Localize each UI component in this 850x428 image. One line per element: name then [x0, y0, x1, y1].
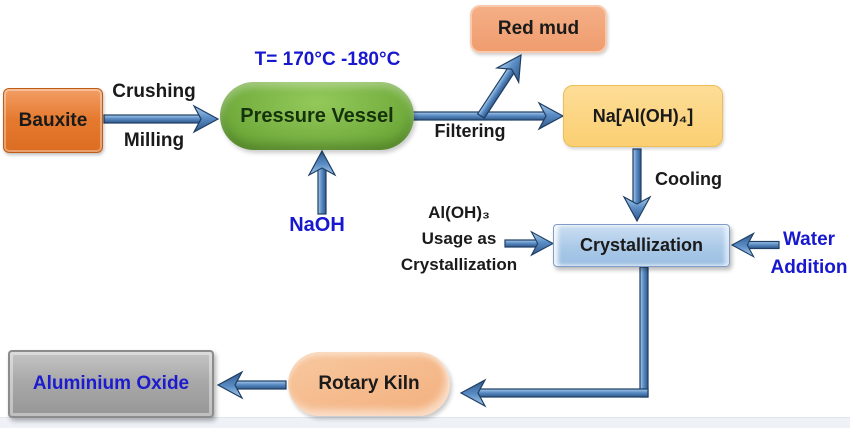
temperature-label: T= 170°C -180°C — [254, 49, 401, 70]
filtering-label: Filtering — [434, 121, 506, 141]
node-rotary-kiln: Rotary Kiln — [288, 352, 450, 416]
arrow-water-to-crystallization — [730, 231, 780, 259]
usage-note: Al(OH)₃ Usage as Crystallization — [388, 200, 530, 278]
usage-note-line1: Al(OH)₃ — [428, 203, 490, 222]
arrow-cooling — [622, 148, 652, 223]
arrow-crystallization-to-kiln — [459, 266, 649, 408]
cooling-label: Cooling — [655, 169, 722, 189]
naoh-label: NaOH — [289, 214, 345, 236]
arrow-kiln-to-oxide — [216, 370, 287, 400]
node-aluminium-oxide: Aluminium Oxide — [8, 350, 214, 418]
node-bauxite-label: Bauxite — [18, 109, 88, 131]
usage-note-line2: Usage as — [421, 229, 497, 248]
milling-label: Milling — [123, 130, 185, 151]
node-pressure-vessel: Pressure Vessel — [220, 82, 414, 150]
water-addition-line2: Addition — [770, 257, 848, 278]
node-bauxite: Bauxite — [3, 88, 103, 153]
node-aluminium-oxide-label: Aluminium Oxide — [32, 373, 190, 394]
bottom-edge-strip — [0, 417, 850, 428]
arrow-to-red-mud — [476, 53, 522, 120]
node-red-mud: Red mud — [470, 5, 607, 53]
water-addition-line1: Water — [782, 229, 836, 250]
usage-note-line3: Crystallization — [400, 255, 518, 274]
water-addition-label: Water Addition — [766, 226, 850, 282]
node-rotary-kiln-label: Rotary Kiln — [318, 373, 420, 394]
arrow-naoh — [307, 149, 337, 215]
node-sodium-aluminate: Na[Al(OH)₄] — [563, 85, 723, 147]
arrow-usage-to-crystallization — [504, 230, 555, 257]
node-pressure-vessel-label: Pressure Vessel — [240, 104, 394, 127]
node-crystallization-label: Crystallization — [579, 235, 704, 255]
node-sodium-aluminate-label: Na[Al(OH)₄] — [592, 105, 694, 126]
arrow-bauxite-to-vessel — [103, 104, 220, 134]
crushing-label: Crushing — [112, 81, 196, 102]
node-red-mud-label: Red mud — [497, 18, 580, 39]
node-crystallization: Crystallization — [553, 224, 730, 267]
